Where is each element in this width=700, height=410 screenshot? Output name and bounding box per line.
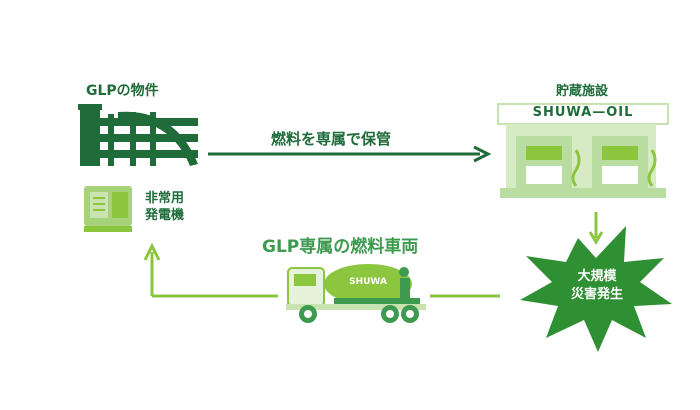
disaster-label-line2: 災害発生 — [570, 287, 623, 302]
truck-tank-text: SHUWA — [349, 277, 387, 287]
disaster-label-line1: 大規模 — [577, 269, 617, 284]
generator-label-line2: 発電機 — [145, 208, 185, 223]
store-fuel-label: 燃料を専属で保管 — [271, 130, 392, 148]
disaster-label: 大規模 災害発生 — [562, 268, 632, 304]
dedicated-truck-label: GLP専属の燃料車両 — [262, 237, 419, 257]
generator-label: 非常用 発電機 — [145, 190, 184, 224]
building-icon — [78, 104, 198, 166]
generator-label-line1: 非常用 — [145, 191, 185, 206]
generator-icon — [84, 186, 132, 232]
arrow-store-fuel — [208, 145, 492, 163]
arrow-storage-to-disaster — [588, 212, 604, 245]
disaster-burst-icon — [520, 226, 672, 352]
gas-station-icon — [497, 103, 669, 198]
storage-label: 貯蔵施設 — [556, 84, 609, 99]
fuel-truck-icon — [286, 264, 426, 323]
arrow-dedicated-truck — [143, 242, 500, 298]
storage-sign-text: SHUWA—OIL — [532, 105, 634, 120]
glp-property-label: GLPの物件 — [86, 83, 159, 99]
